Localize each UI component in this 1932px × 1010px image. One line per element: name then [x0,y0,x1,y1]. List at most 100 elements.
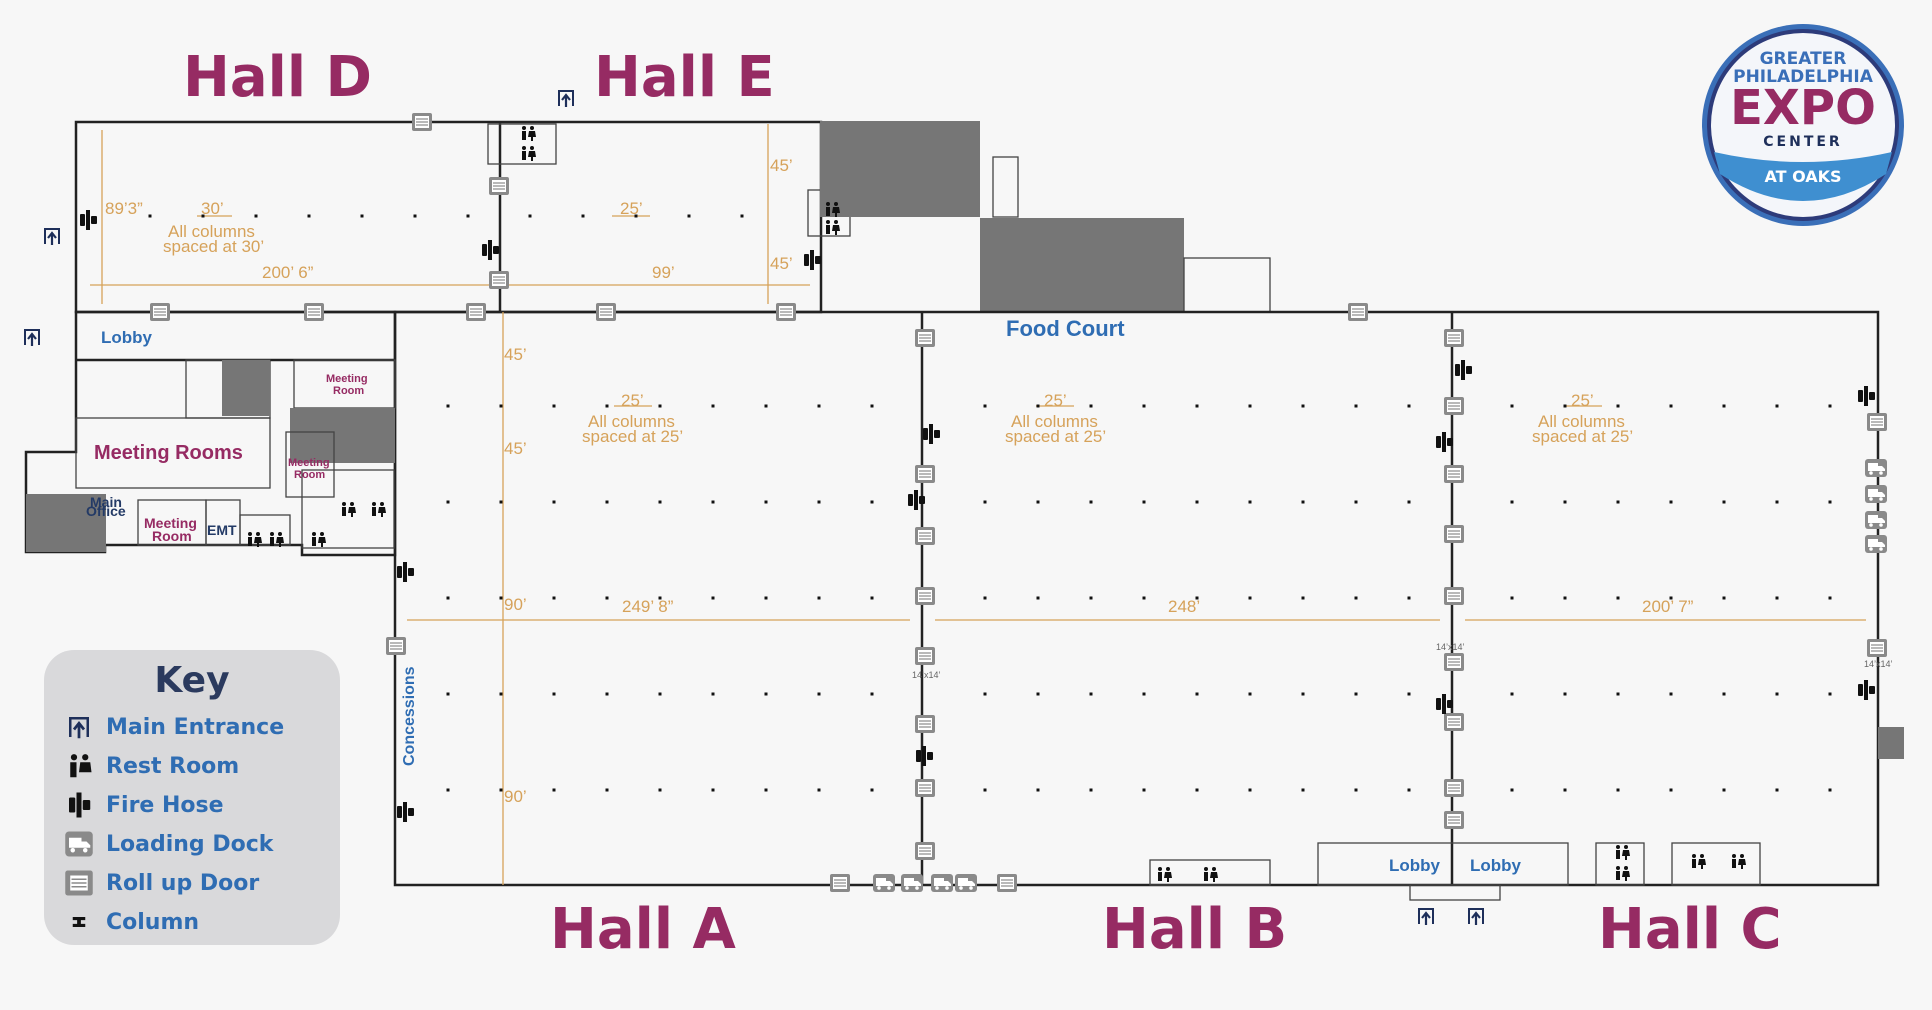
column-marker [552,692,556,696]
column-marker [1354,404,1358,408]
logo-line3: EXPO [1730,80,1876,136]
column-marker [983,596,987,600]
column-marker [1195,692,1199,696]
column-marker [1510,692,1514,696]
hall-a-v1: 45’ [504,345,527,364]
column-marker [360,214,364,218]
hall-b-width: 248’ [1168,597,1200,616]
column-marker [1828,692,1832,696]
column-marker [499,596,503,600]
hall-b-note1: All columns [1011,412,1098,431]
column-marker [605,500,609,504]
legend-title: Key [154,660,230,701]
expo-center-logo: GREATER PHILADELPHIA EXPO CENTER AT OAKS [1702,24,1904,226]
logo-line2: PHILADELPHIA [1733,67,1874,87]
door-size-label: 14’x14’ [1864,659,1893,669]
loading-dock-icon [873,459,1887,892]
restroom-icon [70,754,92,778]
column-marker [1616,404,1620,408]
column-marker [1089,596,1093,600]
column-marker [499,692,503,696]
column-marker [446,788,450,792]
emt-label: EMT [207,522,237,538]
halls-a-b-c-outline [393,310,1880,887]
column-marker [1722,500,1726,504]
column-marker [1563,788,1567,792]
meeting-room-c-line2: Room [152,528,192,544]
column-marker [1301,500,1305,504]
column-marker [581,214,585,218]
main-office-line2: Office [86,503,126,519]
column-marker [1407,596,1411,600]
column-marker [1407,788,1411,792]
meeting-room-b-line1: Meeting [288,457,330,469]
column-marker [1036,404,1040,408]
lobby-label: Lobby [101,328,153,347]
structure-block [820,121,980,217]
column-marker [1301,596,1305,600]
column-marker [711,788,715,792]
meeting-rooms-label: Meeting Rooms [94,442,243,464]
column-marker [658,596,662,600]
column-marker [764,404,768,408]
rollup-door-icon [65,870,93,896]
meeting-room-b-line2: Room [294,469,325,481]
legend-label: Fire Hose [106,792,224,818]
column-marker [1669,404,1673,408]
legend-label: Rest Room [106,753,240,779]
door-size-label: 14’x14’ [1436,642,1465,652]
hall-d-width: 200’ 6” [262,263,314,282]
column-marker [1510,500,1514,504]
column-marker [1510,596,1514,600]
column-marker [658,788,662,792]
column-marker [528,214,532,218]
column-marker [1669,788,1673,792]
main-entrance-icon [69,717,89,739]
column-marker [870,692,874,696]
hall-a-v4: 90’ [504,787,527,806]
column-marker [1775,692,1779,696]
column-marker [1407,500,1411,504]
column-marker [499,788,503,792]
column-marker [1142,500,1146,504]
column-marker [634,214,638,218]
hall-b-note2: spaced at 25’ [1005,427,1106,446]
column-marker [1616,692,1620,696]
column-marker [605,404,609,408]
legend-item-rest-room: Rest Room [64,751,239,781]
column-marker [1563,404,1567,408]
structure-block [980,218,1184,312]
column-marker [1669,692,1673,696]
hall-c-width: 200’ 7” [1642,597,1694,616]
column-marker [1142,788,1146,792]
column-marker [1089,788,1093,792]
meeting-room-a-line2: Room [333,385,364,397]
column-marker [1616,596,1620,600]
hall-e-col: 25’ [620,199,643,218]
logo-line5: AT OAKS [1764,167,1841,186]
column-marker [817,404,821,408]
column-marker [499,500,503,504]
column-marker [552,788,556,792]
column-marker [1036,788,1040,792]
column-marker [1354,788,1358,792]
legend-item-fire-hose: Fire Hose [64,790,224,820]
legend-label: Loading Dock [106,831,274,857]
column-marker [1563,500,1567,504]
column-marker [870,788,874,792]
column-marker [1195,788,1199,792]
column-marker [1563,596,1567,600]
column-marker [1089,500,1093,504]
hall-c-note1: All columns [1538,412,1625,431]
column-marker [446,404,450,408]
column-marker [1775,596,1779,600]
column-marker [1563,692,1567,696]
column-marker [1195,404,1199,408]
column-icon [72,917,86,927]
column-marker [1354,500,1358,504]
column-marker [1616,788,1620,792]
hall-c-title: Hall C [1598,897,1782,962]
column-marker [1036,500,1040,504]
legend-label: Main Entrance [106,714,285,740]
column-marker [605,596,609,600]
